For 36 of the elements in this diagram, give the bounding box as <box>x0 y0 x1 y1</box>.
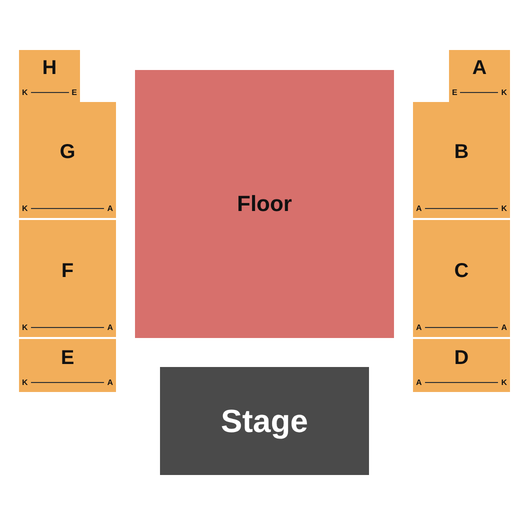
section-label: G <box>60 140 76 164</box>
row-label: K <box>22 204 28 212</box>
section-label: A <box>472 56 487 80</box>
row-label: E <box>452 88 458 96</box>
row-label: A <box>416 322 422 332</box>
seating-section <box>19 339 116 392</box>
row-label: A <box>107 322 113 332</box>
row-label: E <box>72 88 77 96</box>
section-label: C <box>454 258 469 282</box>
section-label: E <box>60 346 74 370</box>
seating-section <box>19 220 116 337</box>
row-label: K <box>501 378 507 386</box>
row-label: K <box>22 378 28 386</box>
row-label: K <box>501 204 507 212</box>
stage-area <box>160 367 369 475</box>
row-label: A <box>107 378 113 386</box>
row-label: A <box>107 204 113 212</box>
section-label: D <box>454 346 469 370</box>
row-label: K <box>22 88 28 96</box>
row-label: K <box>22 322 28 332</box>
floor-area <box>135 70 394 338</box>
row-label: A <box>501 322 507 332</box>
row-label: A <box>416 378 422 386</box>
row-label: K <box>501 88 507 96</box>
section-label: F <box>61 258 74 282</box>
seating-section <box>413 339 510 392</box>
section-label: H <box>42 56 57 80</box>
seating-section <box>413 102 510 218</box>
seating-section <box>413 220 510 337</box>
section-label: B <box>454 140 469 164</box>
seating-section <box>19 102 116 218</box>
stage-label: Stage <box>220 403 308 439</box>
seating-section <box>19 50 80 102</box>
seating-section <box>449 50 510 102</box>
floor-label: Floor <box>237 192 292 216</box>
row-label: A <box>416 204 422 212</box>
